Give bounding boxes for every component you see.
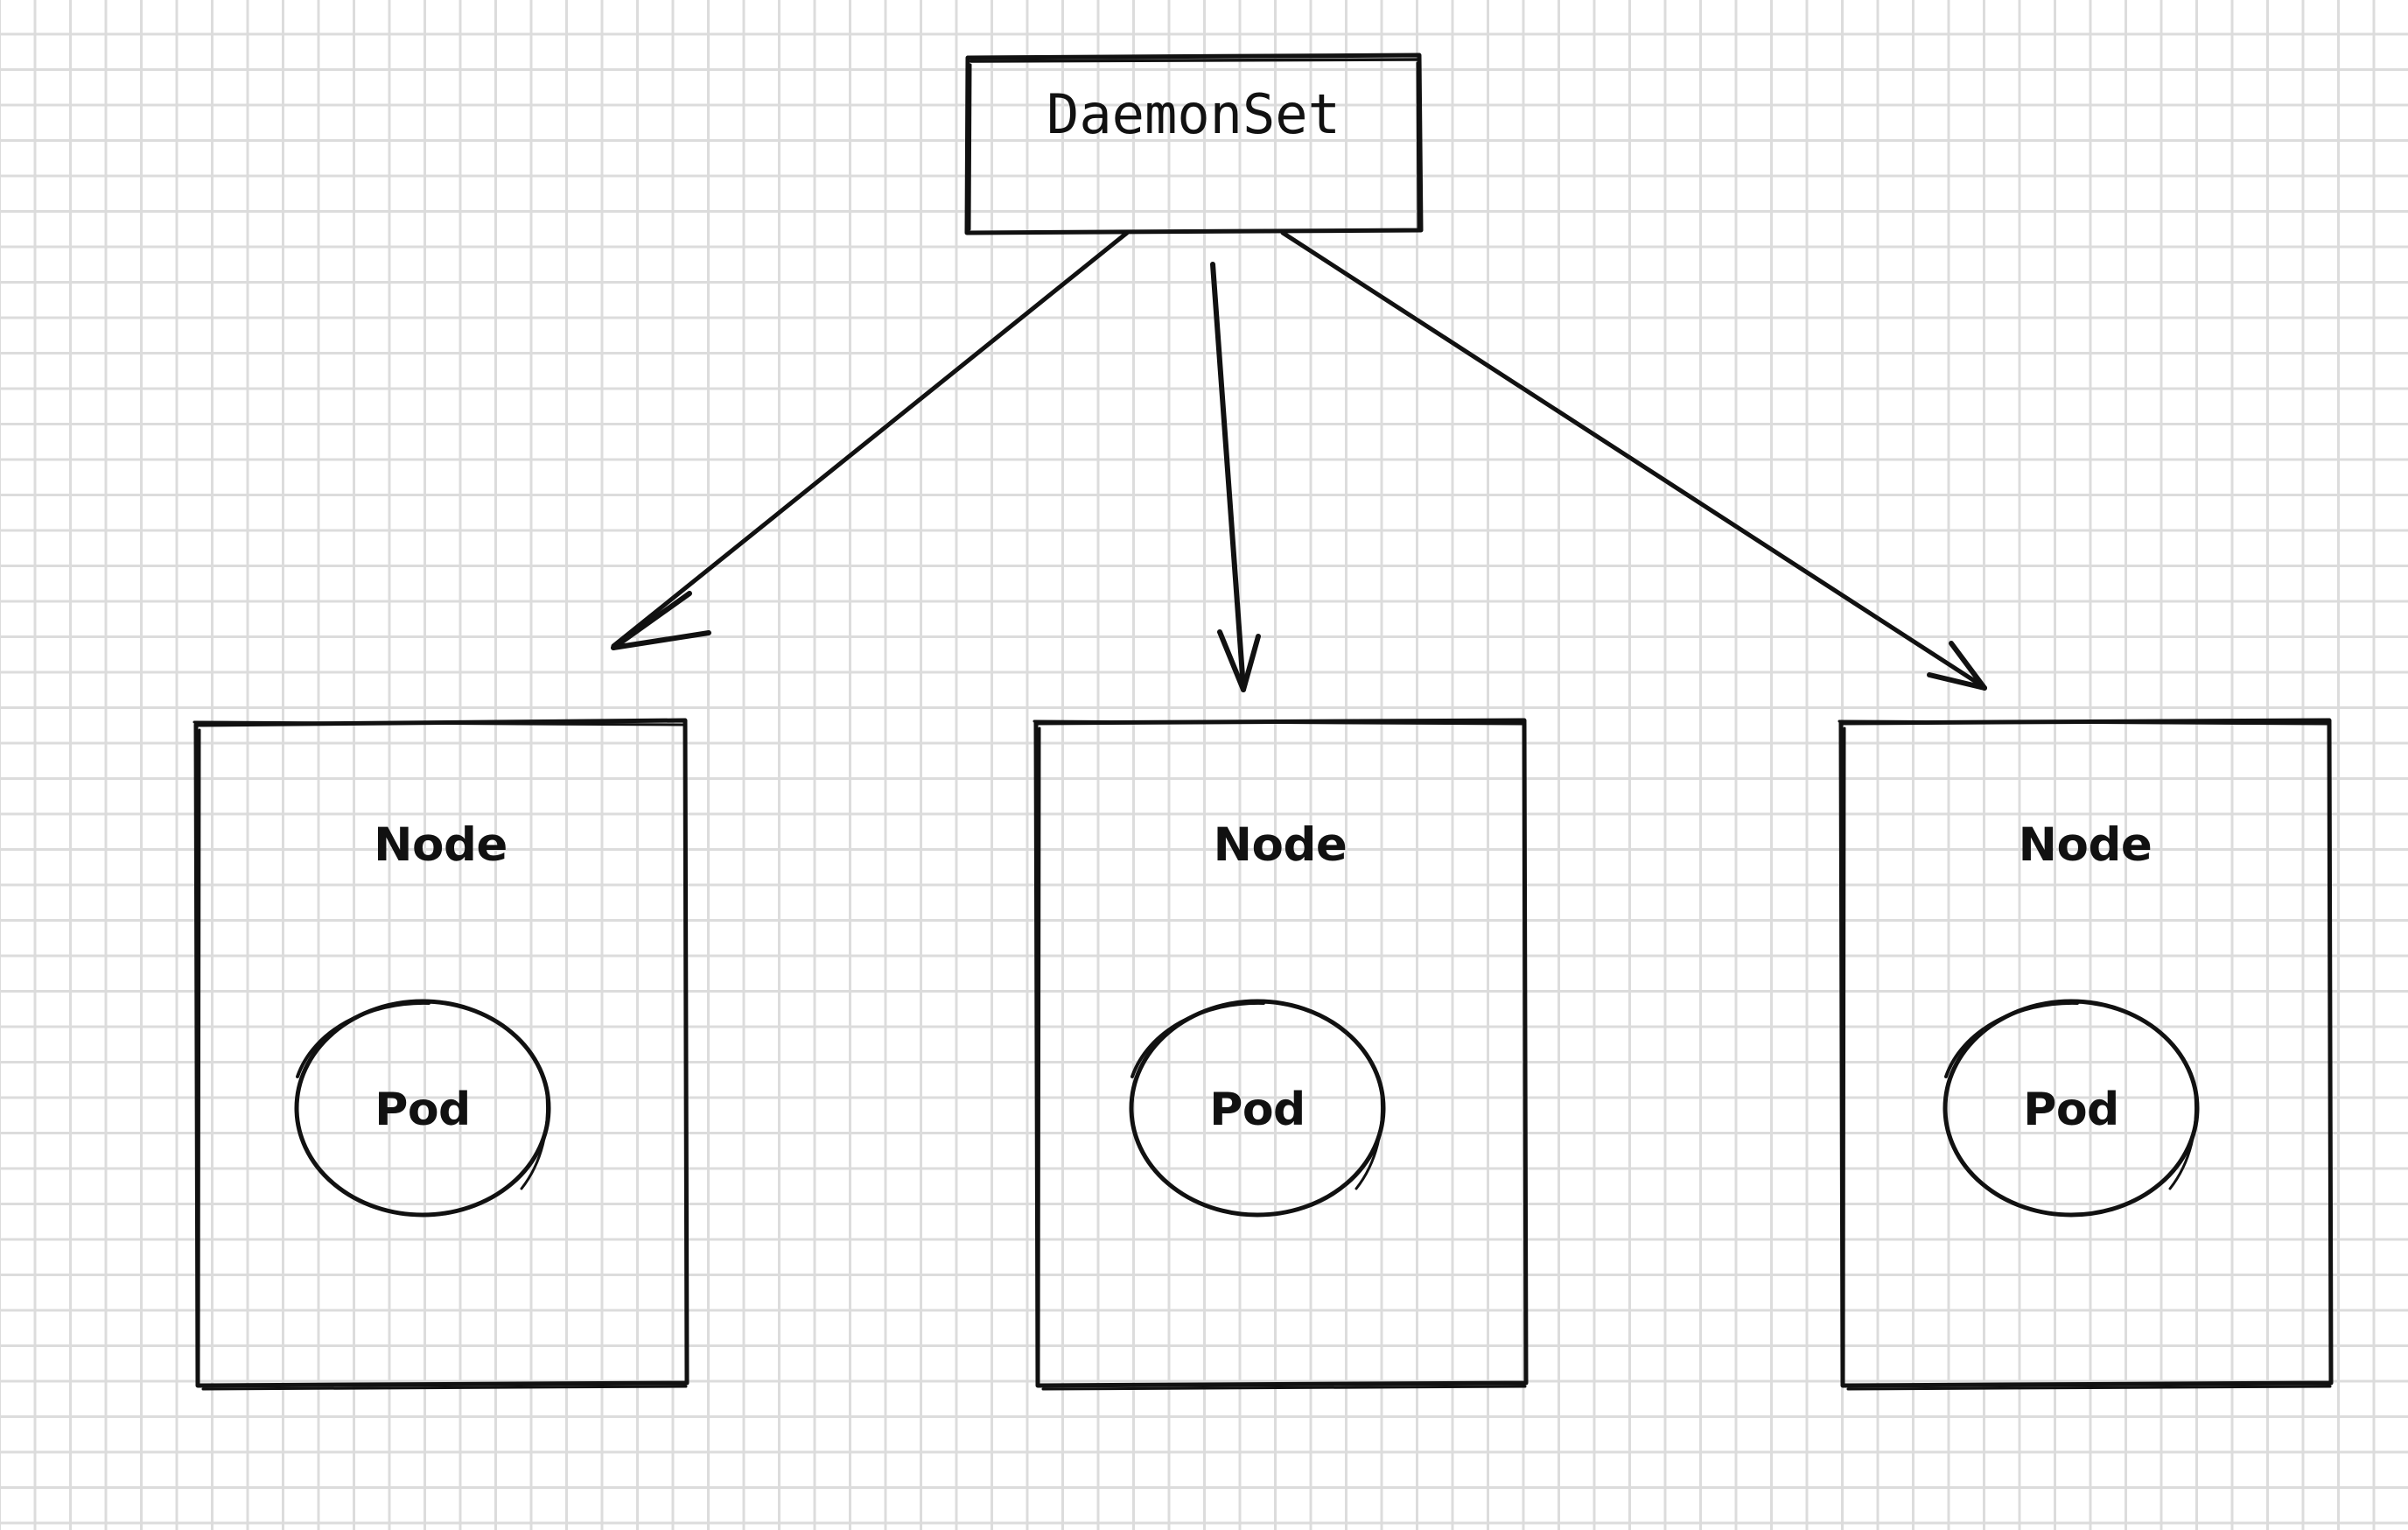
pod-ellipse-1-sketch-overlap xyxy=(296,1000,430,1078)
pod-ellipse-2-sketch-right xyxy=(1354,1084,1384,1190)
pod-ellipse-3-sketch-overlap xyxy=(1944,1000,2079,1078)
node-box-1[interactable] xyxy=(192,718,690,1391)
daemonset-box-outline xyxy=(964,53,1424,235)
pod-label-1: Pod xyxy=(374,1084,471,1136)
pod-ellipse-3[interactable] xyxy=(1942,999,2200,1218)
pod-ellipse-1[interactable] xyxy=(294,999,551,1218)
arrow-2-head-left xyxy=(1217,629,1246,692)
node-box-2-sketch-bottom xyxy=(1041,1385,1527,1391)
arrow-daemonset-to-node-3[interactable] xyxy=(1280,230,1987,691)
pod-ellipse-2-sketch-overlap xyxy=(1130,1000,1265,1078)
arrow-3-head-lower xyxy=(1927,672,1987,691)
node-box-1-outline xyxy=(193,718,690,1388)
arrow-1-head-upper xyxy=(611,591,692,650)
node-box-2-outline xyxy=(1033,718,1529,1388)
node-label-1: Node xyxy=(374,818,508,872)
daemonset-box[interactable] xyxy=(964,53,1424,235)
pod-ellipse-3-sketch-right xyxy=(2168,1084,2198,1190)
node-label-3: Node xyxy=(2018,818,2152,872)
arrow-daemonset-to-node-1[interactable] xyxy=(611,230,1130,650)
node-label-2: Node xyxy=(1213,818,1348,872)
pod-ellipse-1-sketch-right xyxy=(520,1084,550,1190)
node-box-1-sketch-bottom xyxy=(201,1385,688,1391)
arrow-1-shaft xyxy=(611,230,1130,649)
arrow-2-shaft xyxy=(1210,262,1246,691)
pod-label-3: Pod xyxy=(2023,1084,2119,1136)
node-box-1-sketch-top xyxy=(192,720,684,726)
node-box-1-sketch-left xyxy=(197,728,201,1383)
node-box-3-outline xyxy=(1838,718,2334,1388)
node-box-3[interactable] xyxy=(1838,718,2334,1391)
pod-ellipse-2[interactable] xyxy=(1129,999,1386,1218)
arrow-1-head-lower xyxy=(611,630,711,650)
node-box-3-sketch-top xyxy=(1838,719,2329,726)
arrow-2-head-right xyxy=(1241,634,1261,692)
daemonset-box-sketch-top xyxy=(970,58,1419,63)
arrow-3-shaft xyxy=(1280,230,1985,689)
arrow-daemonset-to-node-2[interactable] xyxy=(1210,262,1261,692)
node-box-2-sketch-top xyxy=(1032,719,1524,726)
daemonset-label: DaemonSet xyxy=(1046,82,1340,146)
pod-label-2: Pod xyxy=(1209,1084,1306,1136)
node-box-2-sketch-left xyxy=(1037,726,1041,1383)
node-box-2[interactable] xyxy=(1032,718,1529,1391)
node-box-3-sketch-bottom xyxy=(1846,1385,2332,1391)
arrow-3-head-upper xyxy=(1949,641,1987,691)
